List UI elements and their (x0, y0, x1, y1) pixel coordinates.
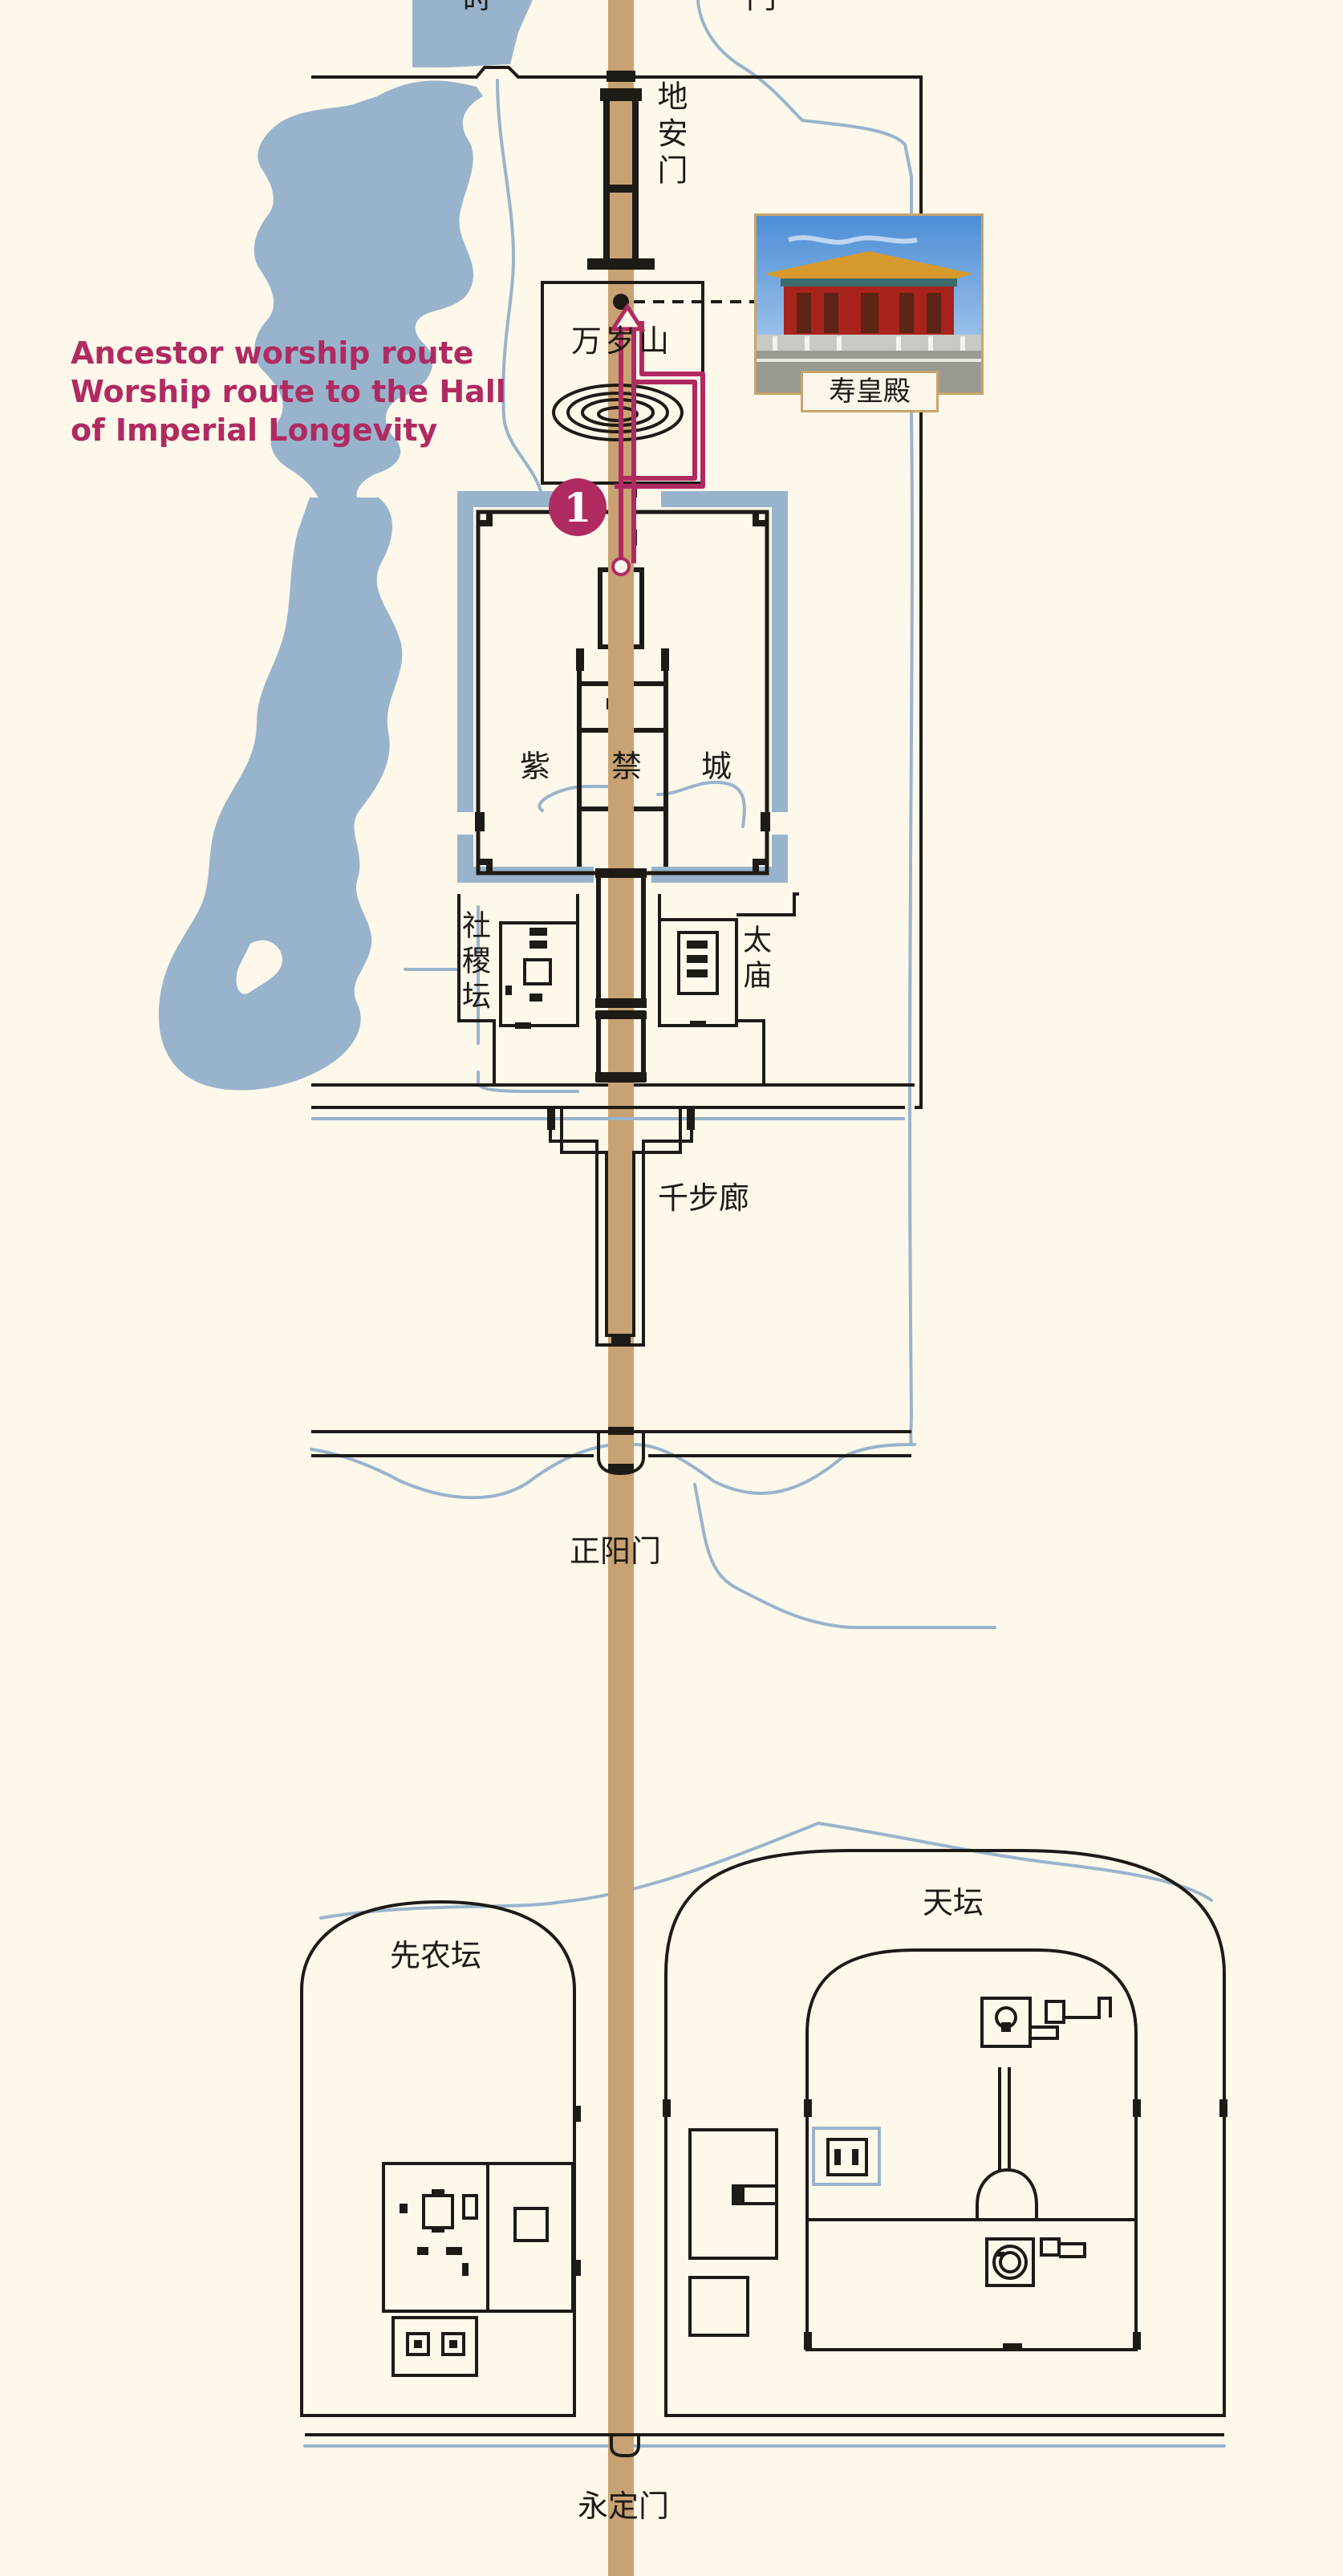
label-zi: 紫 (520, 749, 551, 784)
shouhuangdian-photo (754, 213, 984, 395)
route-start-point (611, 557, 631, 576)
route-legend-line3: of Imperial Longevity (71, 412, 438, 448)
outer-city-wall (305, 2433, 1224, 2457)
xiannongtan-altar (300, 1899, 576, 2417)
shejitan-altar (457, 894, 579, 1085)
tiantan-altar (664, 1849, 1226, 2417)
label-cheng: 城 (701, 749, 732, 784)
label-taimiao: 太庙 (738, 924, 771, 995)
building-image (757, 216, 981, 392)
zhaigong-blue-frame (812, 2127, 881, 2186)
label-dianmen: 地安门 (652, 80, 688, 191)
label-yongdingmen: 永定门 (578, 2489, 670, 2524)
lake-top (412, 0, 533, 67)
zhengyangmen-gate (608, 1427, 634, 1472)
route-legend: Ancestor worship route Worship route to … (71, 334, 506, 449)
label-zhengyangmen: 正阳门 (570, 1534, 662, 1569)
qianbulang-posts (547, 1109, 695, 1347)
lake-beihai-zhongnanhai (158, 498, 403, 1091)
dianmen-gate (587, 71, 655, 270)
label-qianbulang: 千步廊 (658, 1180, 750, 1216)
taimiao-temple (658, 892, 799, 1085)
taimiao-marks (687, 941, 708, 1027)
label-shejitan: 社稷坛 (457, 910, 490, 1016)
route-legend-line1: Ancestor worship route (71, 335, 474, 371)
changan-avenue (311, 1106, 905, 1120)
lakes (158, 0, 533, 1091)
tiantan-marks (663, 2022, 1227, 2351)
lake-shichahai (254, 80, 483, 508)
label-top-left: 莳 (462, 0, 493, 13)
route-legend-line2: Worship route to the Hall (71, 374, 506, 409)
ancestor-worship-route (615, 311, 705, 563)
label-top-right: 门 (746, 0, 777, 13)
label-xiannongtan: 先农坛 (390, 1938, 482, 1973)
lake-island (236, 940, 282, 994)
route-arrow-icon (609, 303, 646, 331)
photo-caption: 寿皇殿 (801, 371, 939, 412)
hall-of-longevity-point (613, 294, 629, 310)
route-marker-circle (549, 478, 607, 536)
label-tiantan: 天坛 (923, 1885, 984, 1920)
label-jin: 禁 (611, 749, 643, 784)
forbidden-city-side-gates (475, 812, 770, 831)
label-wansuishan: 万岁山 (571, 323, 673, 359)
shejitan-marks (505, 928, 547, 1029)
route-marker-number: 1 (564, 484, 592, 531)
xiannongtan-marks (400, 2106, 581, 2348)
southern-gate-bars (595, 868, 647, 1082)
